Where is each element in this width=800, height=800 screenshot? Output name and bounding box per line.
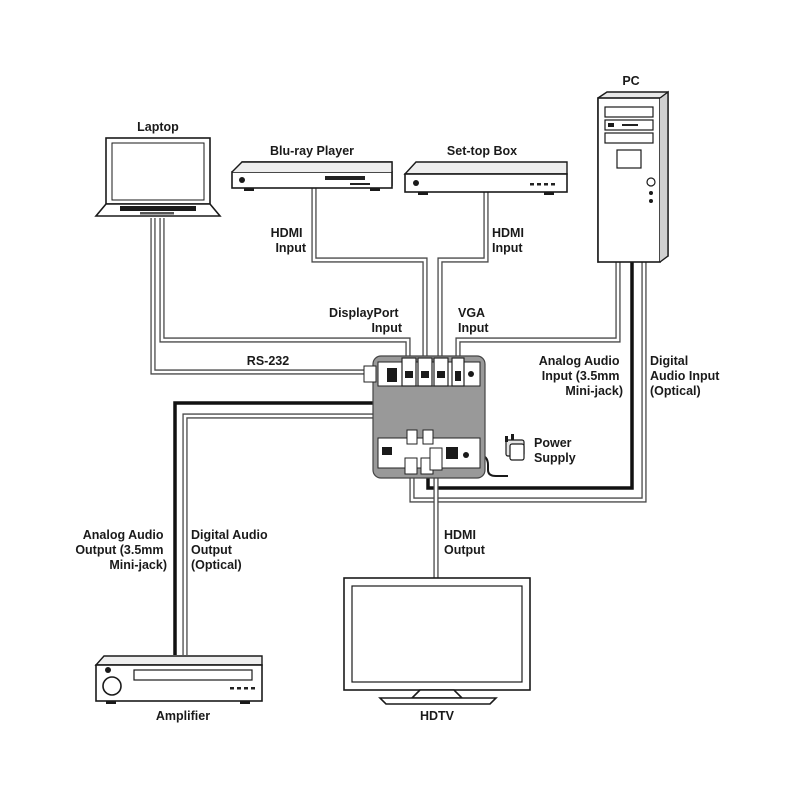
hdmi-input-left-label: HDMI Input [271, 226, 307, 255]
digital-audio-input-label: Digital Audio Input (Optical) [650, 354, 723, 398]
rs232-label: RS-232 [247, 354, 289, 368]
power-supply-device [505, 434, 525, 461]
power-supply-label: Power Supply [534, 436, 576, 465]
pc-optical-cable [426, 262, 634, 490]
bluray-label: Blu-ray Player [270, 144, 354, 158]
settop-hdmi-cable [437, 192, 489, 362]
hdmi-output-label: HDMI Output [444, 528, 486, 557]
bluray-hdmi-cable [311, 188, 428, 362]
displayport-cable [159, 218, 411, 362]
scaler-device [363, 355, 486, 479]
amplifier-device [94, 655, 263, 704]
analog-audio-output-label: Analog Audio Output (3.5mm Mini-jack) [75, 528, 167, 572]
laptop-device [94, 137, 222, 217]
pc-device [597, 90, 669, 263]
displayport-input-label: DisplayPort Input [329, 306, 403, 335]
hdmi-input-right-label: HDMI Input [492, 226, 527, 255]
bluray-device [231, 161, 393, 191]
vga-cable [455, 262, 621, 362]
amplifier-label: Amplifier [156, 709, 210, 723]
digital-audio-output-label: Digital Audio Output (Optical) [191, 528, 271, 572]
vga-input-label: VGA Input [458, 306, 489, 335]
settop-device [403, 161, 568, 195]
laptop-label: Laptop [137, 120, 179, 134]
analog-audio-input-label: Analog Audio Input (3.5mm Mini-jack) [539, 354, 623, 398]
pc-label: PC [622, 74, 639, 88]
pc-analog-audio-cable [409, 262, 647, 503]
hdtv-label: HDTV [420, 709, 455, 723]
settop-label: Set-top Box [447, 144, 517, 158]
rs232-cable [150, 218, 372, 375]
hdtv-device [343, 577, 531, 705]
